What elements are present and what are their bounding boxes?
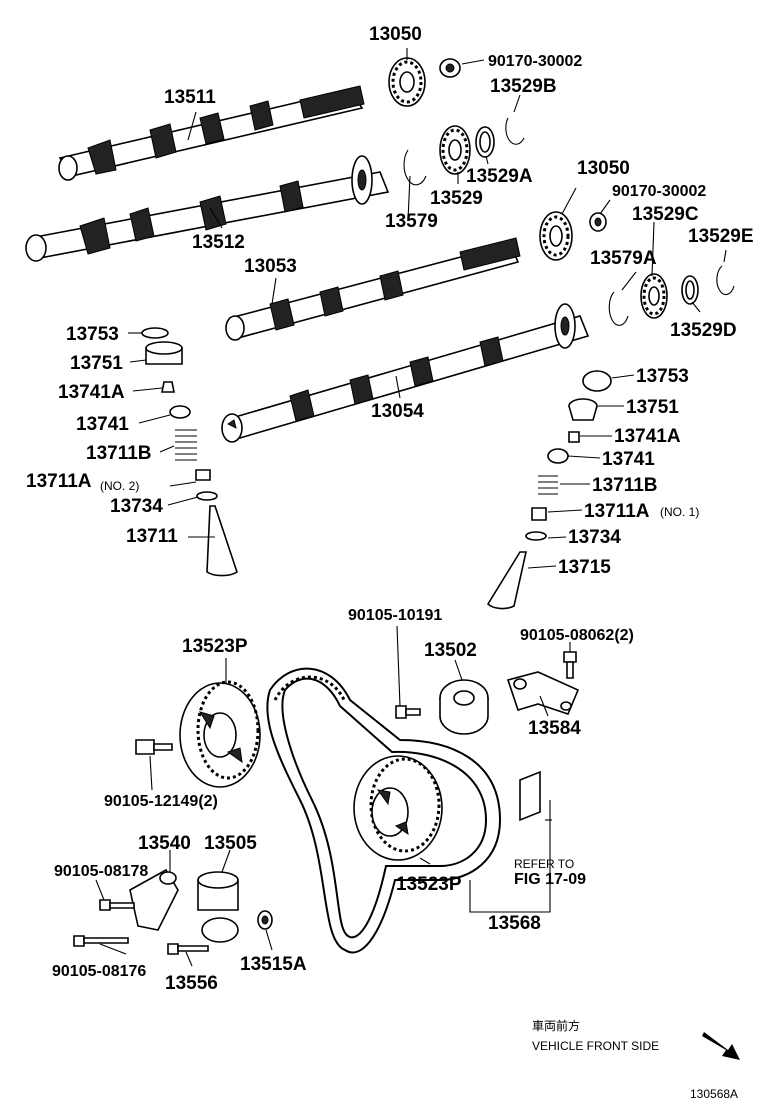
label-13540: 13540 [138,833,191,854]
valve-train-right [486,370,612,610]
belt-guide-refer [519,770,541,822]
label-13579: 13579 [385,211,438,232]
label-13584: 13584 [528,718,581,739]
label-13579a: 13579A [590,248,657,269]
bolt-90105-08062 [563,651,577,679]
label-13711a-right-note: (NO. 1) [660,505,699,519]
nut-90170-right [589,212,607,232]
label-13753-left: 13753 [66,324,119,345]
label-13568: 13568 [488,913,541,934]
bracket-13584 [506,671,580,715]
label-13741-right: 13741 [602,449,655,470]
snap-ring-13529e [716,265,735,296]
label-13711a-left-note: (NO. 2) [100,479,139,493]
label-13734-left: 13734 [110,496,163,517]
label-13529a: 13529A [466,166,533,187]
leaders-right [527,374,635,569]
idler-pulley-13502 [439,679,489,735]
refer-note-line2: FIG 17-09 [514,871,586,888]
label-13053: 13053 [244,256,297,277]
front-side-en: VEHICLE FRONT SIDE [532,1039,659,1053]
front-arrow-icon [702,1032,740,1060]
camshaft-gear-13050-right [539,211,573,261]
wave-washer-13529a [475,126,495,158]
bolt-90105-08176 [73,935,129,947]
camshaft-13512 [25,155,390,262]
label-13751-left: 13751 [70,353,123,374]
label-13711b-left: 13711B [86,443,152,464]
front-side-cn: 車両前方 [532,1018,580,1033]
label-13505: 13505 [204,833,257,854]
bolt-90105-12149 [135,739,173,755]
label-13502: 13502 [424,640,477,661]
nut-90170-top [439,58,461,78]
figure-id: 130568A [690,1087,738,1101]
label-13515a: 13515A [240,954,307,975]
label-13050-top: 13050 [369,24,422,45]
snap-ring-13529b [505,117,525,145]
sub-gear-13529 [439,125,471,175]
camshaft-13053 [225,237,521,341]
label-13054: 13054 [371,401,424,422]
leaders-left [128,332,215,538]
label-13751-right: 13751 [626,397,679,418]
label-13529c: 13529C [632,204,699,225]
label-13711: 13711 [126,526,178,547]
label-90170-30002-top: 90170-30002 [488,53,582,70]
label-13556: 13556 [165,973,218,994]
label-90170-30002-right: 90170-30002 [612,183,706,200]
tensioner-13505 [197,871,239,943]
label-13753-right: 13753 [636,366,689,387]
label-13529e: 13529E [688,226,754,247]
refer-note-line1: REFER TO [514,857,574,871]
label-13523p-bottom: 13523P [396,874,462,895]
label-90105-08062: 90105-08062(2) [520,627,634,644]
label-13529: 13529 [430,188,483,209]
tensioner-bracket-13540 [129,868,179,931]
leaders-bottom [95,625,571,967]
bolt-90105-10191 [395,705,421,719]
label-13529b: 13529B [490,76,557,97]
camshaft-gear-13050-top [388,57,426,107]
label-90105-12149: 90105-12149(2) [104,793,218,810]
bolt-13556 [167,943,209,955]
label-90105-08178: 90105-08178 [54,863,148,880]
label-13741-left: 13741 [76,414,129,435]
label-13529d: 13529D [670,320,737,341]
camshaft-13511 [58,85,365,181]
washer-13515a [257,910,273,930]
label-13715: 13715 [558,557,611,578]
bolt-90105-08178 [99,899,135,911]
label-13711a-left: 13711A [26,471,92,492]
camshaft-13054 [221,303,590,443]
sub-gear-13529c [640,273,668,319]
pulley-13523p-top [179,680,261,788]
snap-ring-13579 [403,149,427,186]
label-13711b-right: 13711B [592,475,658,496]
label-13741a-left: 13741A [58,382,125,403]
label-13741a-right: 13741A [614,426,681,447]
label-90105-10191: 90105-10191 [348,607,442,624]
label-13711a-right: 13711A [584,501,650,522]
label-13734-right: 13734 [568,527,621,548]
leaders-top [187,48,727,399]
wave-washer-13529d [681,275,699,305]
valve-train-left [141,327,238,577]
label-13511: 13511 [164,87,216,108]
label-13512: 13512 [192,232,245,253]
pulley-13523p-bottom [353,755,443,861]
label-13523p-top: 13523P [182,636,248,657]
snap-ring-13579a [608,291,629,326]
label-13050-right: 13050 [577,158,630,179]
label-90105-08176: 90105-08176 [52,963,146,980]
